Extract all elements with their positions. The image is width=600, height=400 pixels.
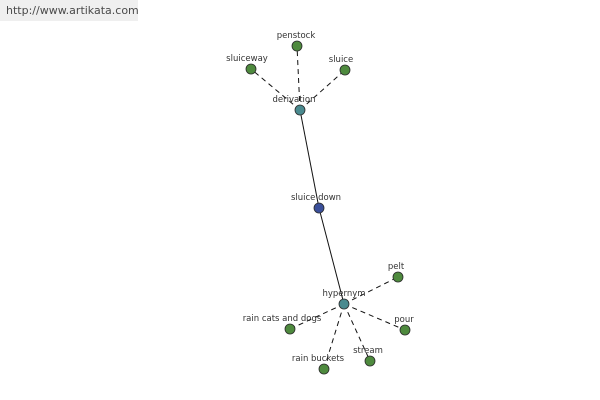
node-label-rain-buckets: rain buckets — [292, 354, 345, 364]
node-label-sluice-down: sluice down — [291, 193, 341, 203]
node-penstock[interactable]: penstock — [277, 31, 316, 52]
node-label-derivation: derivation — [272, 95, 315, 105]
node-marker-pelt[interactable] — [392, 271, 404, 283]
edge-hypernym-rain-cats-and-dogs — [289, 303, 345, 330]
graph-nodes: penstock sluiceway sluice derivation pelt pou… — [226, 31, 414, 375]
edge-sluice-down-hypernym — [318, 207, 345, 305]
node-marker-stream[interactable] — [364, 355, 376, 367]
node-label-pelt: pelt — [388, 262, 405, 272]
edge-hypernym-rain-buckets — [323, 303, 345, 370]
node-label-sluice: sluice — [329, 55, 353, 65]
edge-derivation-sluice — [299, 69, 346, 111]
node-marker-pour[interactable] — [399, 324, 411, 336]
node-marker-sluiceway[interactable] — [245, 63, 257, 75]
node-marker-rain-cats-and-dogs[interactable] — [284, 323, 296, 335]
node-marker-sluice[interactable] — [339, 64, 351, 76]
node-marker-hypernym[interactable] — [338, 298, 350, 310]
node-marker-rain-buckets[interactable] — [318, 363, 330, 375]
node-stream[interactable]: stream — [353, 346, 383, 367]
node-label-hypernym: hypernym — [322, 289, 365, 299]
node-pelt[interactable]: pelt — [388, 262, 405, 283]
node-marker-penstock[interactable] — [291, 40, 303, 52]
node-derivation[interactable]: derivation — [272, 95, 316, 116]
edge-hypernym-pour — [343, 303, 406, 331]
node-marker-derivation[interactable] — [294, 104, 306, 116]
node-pour[interactable]: pour — [394, 315, 414, 336]
node-marker-sluice-down[interactable] — [313, 202, 325, 214]
edge-hypernym-stream — [343, 303, 371, 362]
node-sluice[interactable]: sluice — [329, 55, 353, 76]
node-label-penstock: penstock — [277, 31, 316, 41]
node-label-rain-cats-and-dogs: rain cats and dogs — [243, 314, 322, 324]
node-hypernym[interactable]: hypernym — [322, 289, 366, 310]
source-url-banner[interactable]: http://www.artikata.com — [0, 0, 139, 21]
node-sluice-down[interactable]: sluice down — [291, 193, 341, 214]
graph-edges — [250, 45, 406, 370]
node-label-pour: pour — [394, 315, 414, 325]
edge-derivation-penstock — [296, 45, 301, 111]
node-label-stream: stream — [353, 346, 383, 356]
edge-hypernym-pelt — [343, 276, 399, 305]
edge-derivation-sluiceway — [250, 68, 301, 111]
node-rain-cats-and-dogs[interactable]: rain cats and dogs — [243, 314, 322, 335]
node-rain-buckets[interactable]: rain buckets — [292, 354, 345, 375]
node-label-sluiceway: sluiceway — [226, 54, 268, 64]
node-sluiceway[interactable]: sluiceway — [226, 54, 268, 75]
edge-sluice-down-derivation — [299, 109, 320, 209]
